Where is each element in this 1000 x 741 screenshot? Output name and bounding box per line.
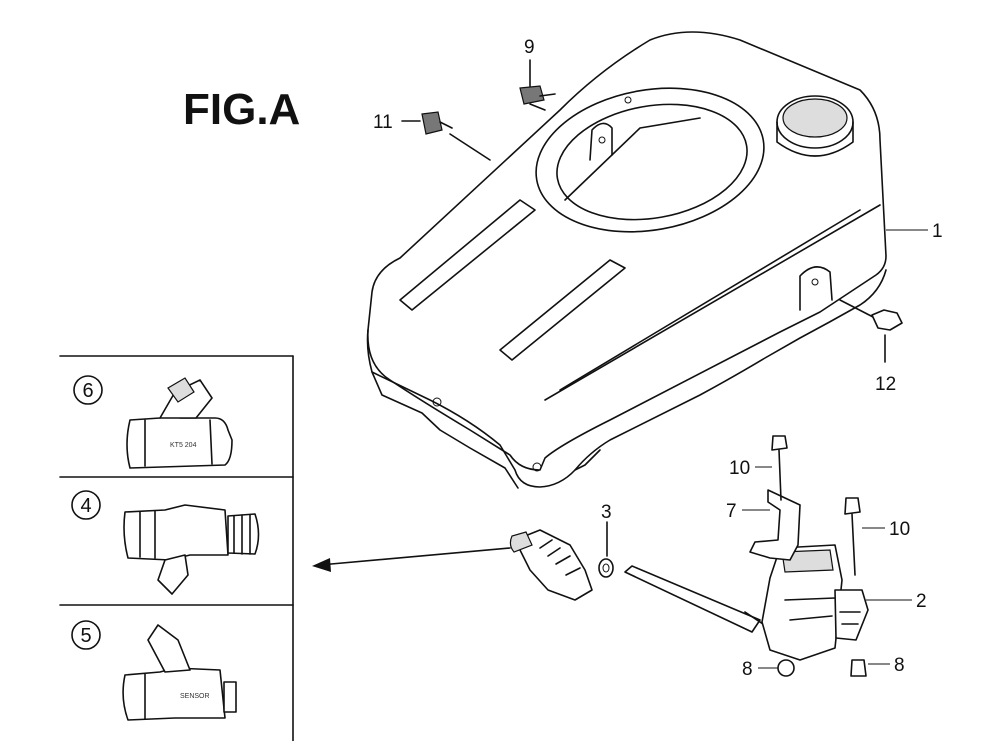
bolt-10-lower [844,497,885,576]
callout-8-right: 8 [894,655,905,676]
callout-11: 11 [373,112,393,133]
callout-1: 1 [932,221,943,242]
callout-12: 12 [875,374,896,395]
variant-5-number: 5 [80,625,91,647]
nut-8-left [758,659,795,677]
variant-6-number: 6 [82,380,93,402]
sensor-cable [624,544,869,661]
callout-8-left: 8 [742,659,753,680]
variant-4-number: 4 [80,495,91,517]
variant-5-fitting: 5 SENSOR [71,620,237,721]
variants-panel [59,355,294,741]
nut-8-right [850,659,890,677]
callout-2: 2 [916,591,927,612]
callout-10-upper: 10 [729,458,750,479]
bolt-11 [401,111,491,161]
blower-housing-cover [366,31,887,489]
inline-fitting [509,529,593,601]
variant-6-marking: KT5 204 [170,442,197,449]
callout-10-lower: 10 [889,519,910,540]
callout-3: 3 [601,502,612,523]
callout-7: 7 [726,501,737,522]
variant-4-fitting: 4 [71,490,260,595]
bracket-7 [742,489,801,561]
variant-6-fitting: 6 KT5 204 [73,375,233,469]
figure-title: FIG.A [183,85,300,134]
washer-3 [598,521,614,578]
variant-5-marking: SENSOR [180,693,210,700]
bolt-9 [519,59,556,111]
bolt-12 [839,299,903,363]
reference-arrow [312,547,511,572]
bolt-10-upper [755,435,788,501]
callout-9: 9 [524,37,535,58]
